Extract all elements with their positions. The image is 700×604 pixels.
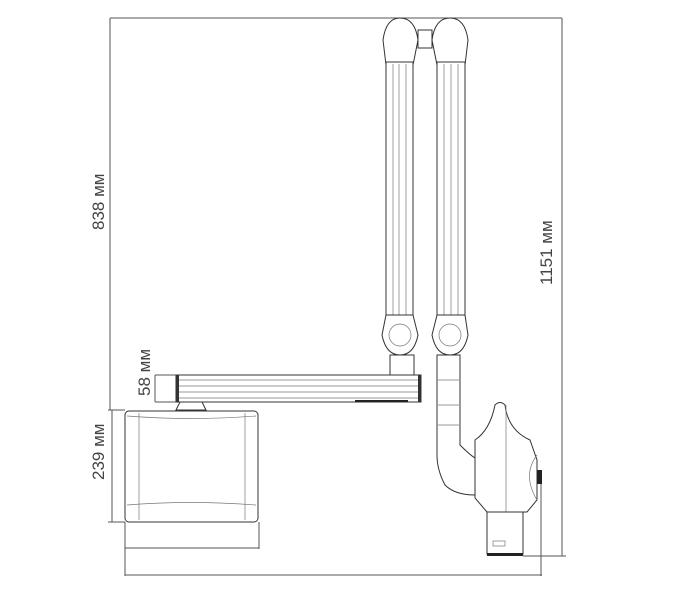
dim-label-239: 239 мм: [89, 424, 108, 480]
dimension-lines: [108, 17, 566, 576]
vertical-arms: [381, 17, 469, 356]
dim-label-1151: 1151 мм: [537, 220, 556, 285]
tube-head: [436, 354, 542, 556]
dim-label-58: 58 мм: [135, 349, 154, 396]
dim-label-838: 838 мм: [89, 174, 108, 230]
control-box: [124, 395, 259, 523]
horizontal-arm: [175, 354, 422, 403]
